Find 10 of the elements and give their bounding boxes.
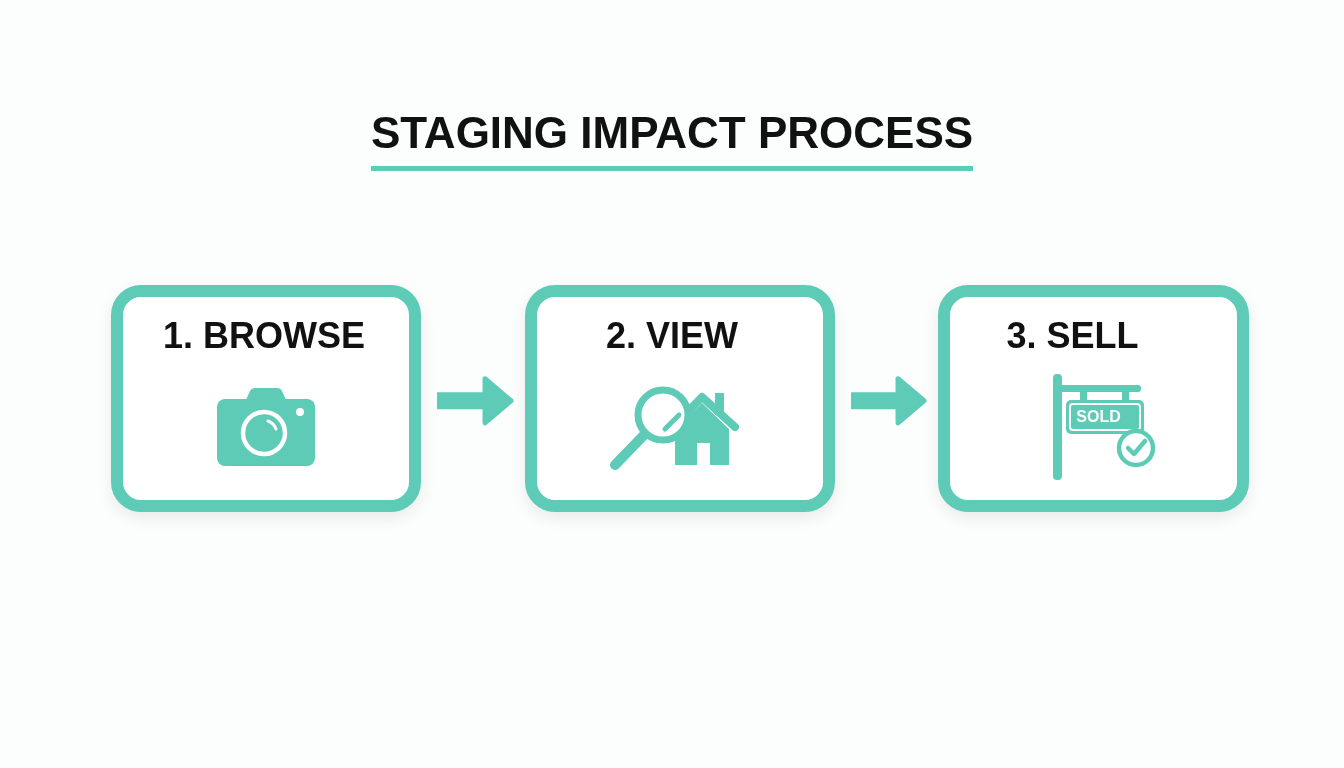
- step-title: 2. VIEW: [605, 315, 739, 357]
- step-card: [938, 285, 1249, 512]
- step-title: 3. SELL: [1005, 315, 1140, 357]
- title: STAGING IMPACT PROCESS: [370, 108, 974, 158]
- step-card: [111, 285, 421, 512]
- arrow: [437, 376, 514, 426]
- arrow: [851, 376, 927, 426]
- step-card: [525, 285, 835, 512]
- step-title: 1. BROWSE: [162, 315, 366, 357]
- sign-text: SOLD: [1075, 407, 1122, 427]
